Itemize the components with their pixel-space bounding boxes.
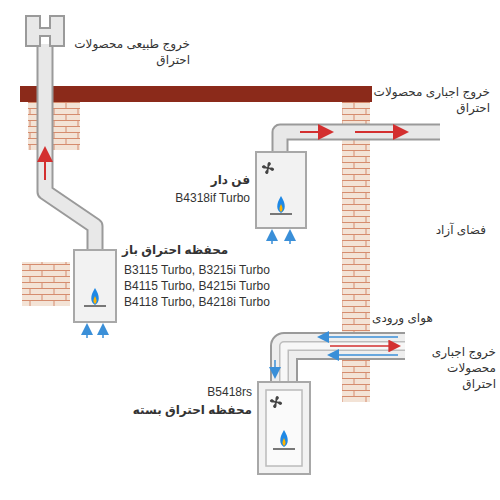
brick-wall [22,262,70,306]
model-label: B4318if Turbo [150,190,250,206]
type-label: فن دار [170,172,250,188]
type-label: محفظه احتراق بسته [120,402,252,418]
open-chamber-heater [74,250,116,338]
natural-flue-pipe [26,16,95,252]
exhaust-label: خروج اجباری محصولات احتراق [370,84,490,116]
model-list: B3115 Turbo, B3215i Turbo B4115 Turbo, B… [124,262,300,311]
sealed-chamber-heater [258,337,405,474]
space-label: فضای آزاد [376,222,486,238]
fan-heater [256,132,440,244]
roof-band [20,86,372,102]
exhaust-label: خروج طبیعی محصولات احتراق [60,36,190,68]
exhaust-label: خروج اجباری محصولات احتراق [412,344,496,393]
type-label: محفظه احتراق باز [122,242,302,258]
air-inlet-label: هوای ورودی [372,310,482,326]
brick-wall [28,102,80,150]
model-label: B5418rs [160,384,252,400]
